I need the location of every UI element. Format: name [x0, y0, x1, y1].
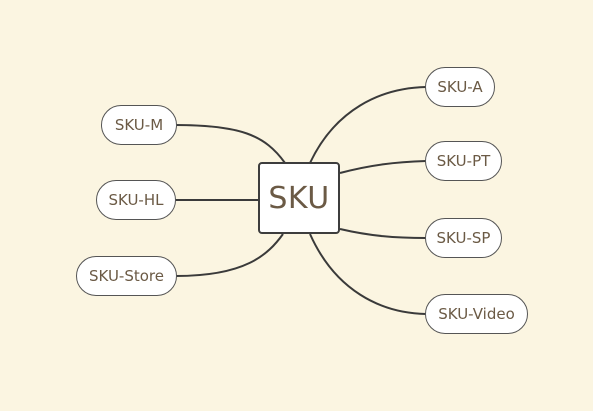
- connector-sku-a: [309, 86, 427, 164]
- connector-sku-sp: [339, 228, 427, 239]
- connector-sku-m: [174, 124, 286, 164]
- node-label: SKU-SP: [436, 229, 491, 247]
- node-sku-m[interactable]: SKU-M: [101, 105, 177, 145]
- node-sku-sp[interactable]: SKU-SP: [425, 218, 502, 258]
- node-label: SKU-HL: [108, 191, 164, 209]
- center-node-label: SKU: [268, 180, 330, 216]
- connector-sku-pt: [339, 160, 427, 174]
- node-label: SKU-A: [437, 78, 483, 96]
- node-sku-video[interactable]: SKU-Video: [425, 294, 528, 334]
- connector-sku-store: [175, 233, 284, 277]
- node-sku-store[interactable]: SKU-Store: [76, 256, 177, 296]
- node-sku-pt[interactable]: SKU-PT: [425, 141, 502, 181]
- node-label: SKU-M: [114, 116, 164, 134]
- node-label: SKU-Store: [89, 267, 164, 285]
- center-node-sku[interactable]: SKU: [258, 162, 340, 234]
- connector-sku-video: [309, 233, 427, 315]
- node-label: SKU-PT: [436, 152, 491, 170]
- node-sku-a[interactable]: SKU-A: [425, 67, 495, 107]
- node-sku-hl[interactable]: SKU-HL: [96, 180, 176, 220]
- node-label: SKU-Video: [438, 305, 515, 323]
